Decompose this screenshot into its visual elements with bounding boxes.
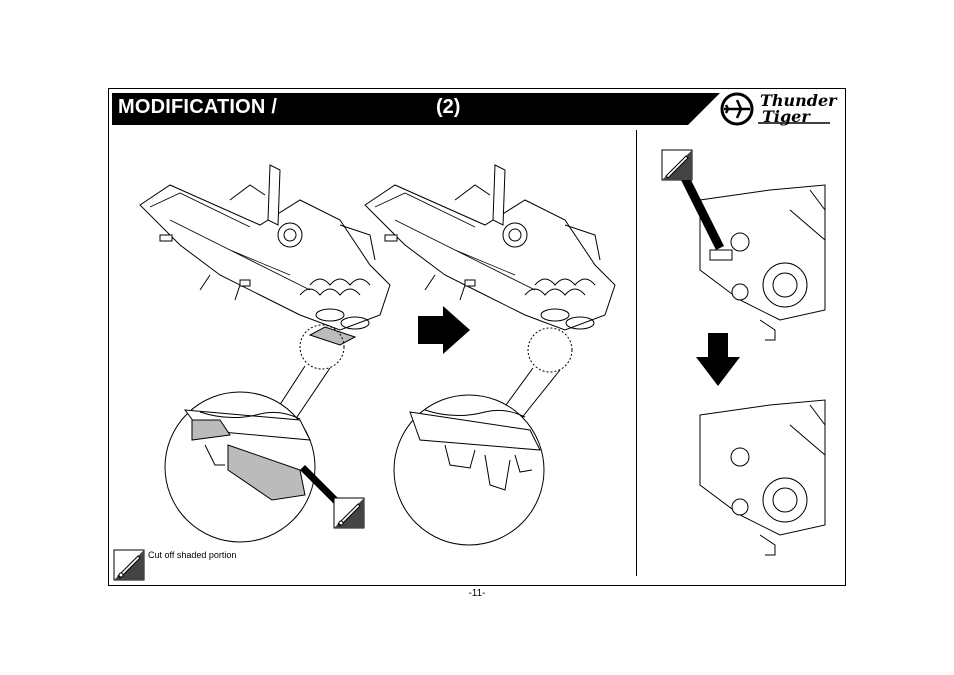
title-bar [112,93,720,125]
zoom-detail-after [393,394,545,546]
logo-text-line1: Thunder [760,91,837,110]
down-arrow-icon [696,333,740,386]
gearbox-drawing-after [699,399,826,556]
zoom-detail-before [164,391,345,543]
gearbox-drawing-before [699,184,826,341]
chassis-drawing-after [364,164,616,331]
hobby-knife-icon [333,497,365,529]
logo-text-line2: Tiger [762,107,810,126]
page-title: MODIFICATION / [118,96,278,118]
step-number: (2) [436,96,461,118]
right-arrow-icon [418,306,470,354]
page-frame [108,88,846,586]
hobby-knife-icon [661,149,693,181]
detail-callout-circle [527,327,573,373]
hobby-knife-icon [113,549,145,581]
section-divider [636,130,637,576]
chassis-drawing-before [139,164,391,346]
legend-caption: Cut off shaded portion [148,550,237,560]
page-number: -11- [468,588,486,599]
airplane-circle-icon [720,92,830,126]
detail-callout-circle [299,324,345,370]
